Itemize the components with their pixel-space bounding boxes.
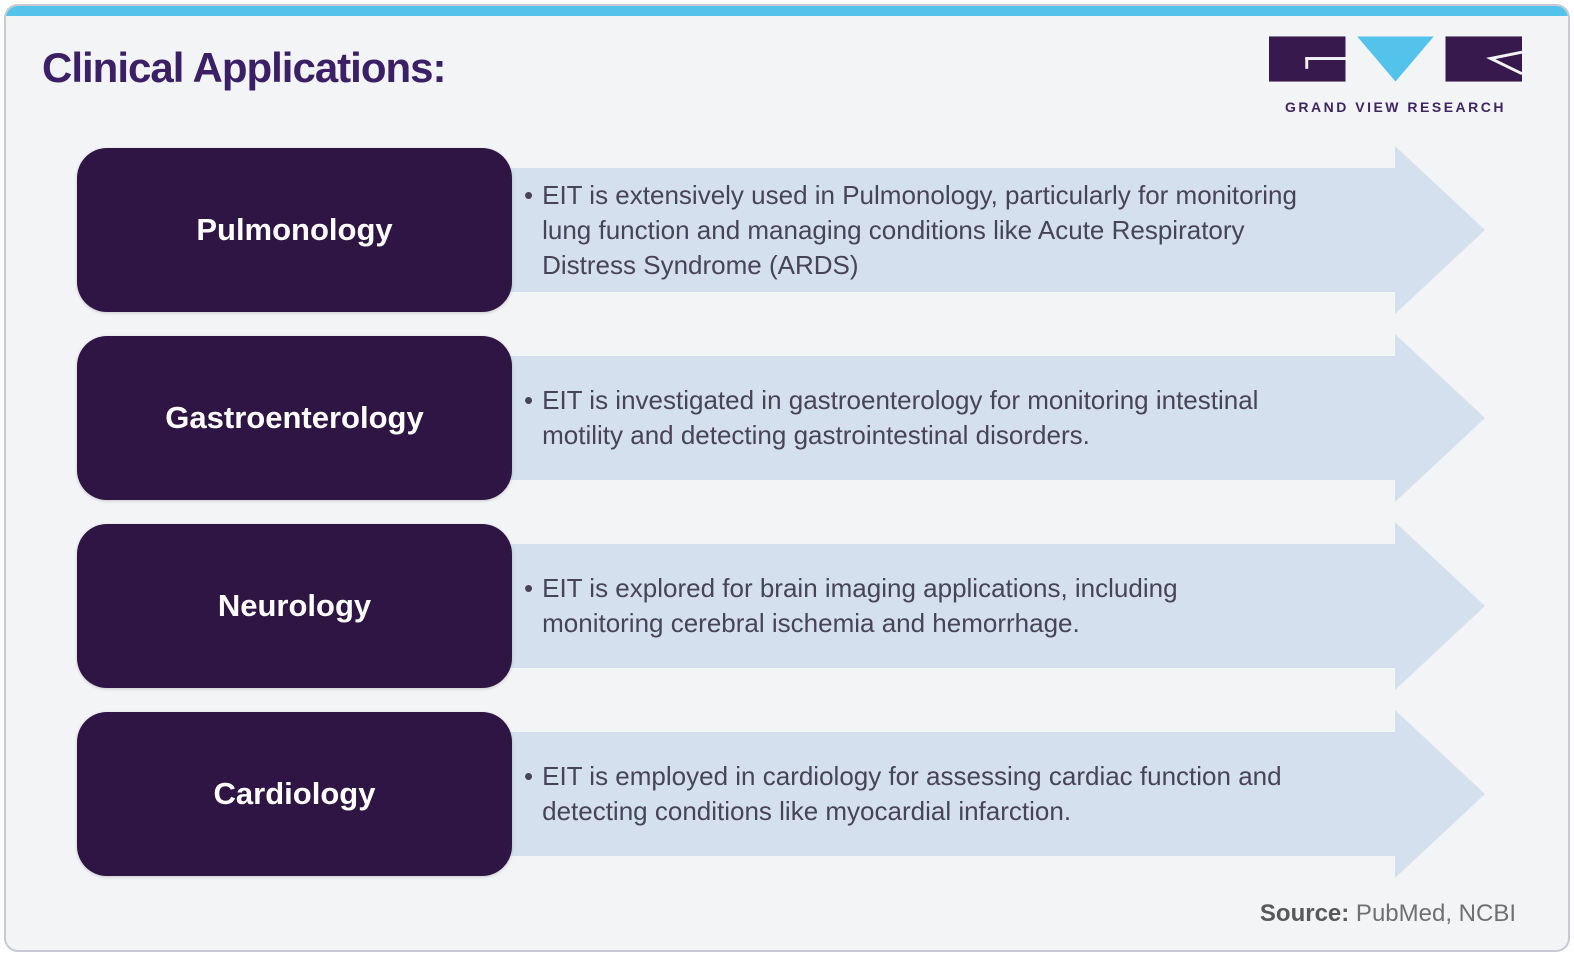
neurology-description: • EIT is explored for brain imaging appl… [504,571,1178,641]
gastroenterology-pill: Gastroenterology [77,336,512,500]
neurology-pill: Neurology [77,524,512,688]
description-line: Distress Syndrome (ARDS) [542,249,859,280]
description-line: EIT is extensively used in Pulmonology, … [542,179,1297,210]
row-neurology: Neurology • EIT is explored for brain im… [77,524,1485,688]
page-title: Clinical Applications: [42,44,446,91]
application-rows: Pulmonology • EIT is extensively used in… [77,148,1485,876]
gastroenterology-arrow-band: • EIT is investigated in gastroenterolog… [504,356,1395,480]
description-line: lung function and managing conditions li… [542,214,1245,245]
description-line: detecting conditions like myocardial inf… [542,796,1072,826]
bullet-icon: • [524,179,534,210]
pulmonology-arrow-band: • EIT is extensively used in Pulmonology… [504,168,1395,292]
brand-logo: GRAND VIEW RESEARCH [1269,36,1523,115]
row-pulmonology: Pulmonology • EIT is extensively used in… [77,148,1485,312]
description-line: EIT is explored for brain imaging applic… [542,573,1178,603]
source-attribution: Source: PubMed, NCBI [1260,900,1516,928]
neurology-arrow-band: • EIT is explored for brain imaging appl… [504,544,1395,668]
gastroenterology-description: • EIT is investigated in gastroenterolog… [504,383,1258,453]
cardiology-description: • EIT is employed in cardiology for asse… [504,759,1282,829]
bullet-icon: • [524,385,534,415]
pill-label: Cardiology [213,776,376,811]
description-line: motility and detecting gastrointestinal … [542,420,1090,450]
brand-name: GRAND VIEW RESEARCH [1285,99,1506,115]
accent-top-bar [6,6,1568,16]
bullet-icon: • [524,573,534,603]
infographic-card: Clinical Applications: GRAND VIEW RESEAR… [4,4,1570,952]
pill-label: Neurology [217,588,372,623]
description-line: EIT is investigated in gastroenterology … [542,385,1259,415]
pulmonology-description: • EIT is extensively used in Pulmonology… [504,178,1297,283]
description-line: EIT is employed in cardiology for assess… [542,761,1282,791]
pill-label: Gastroenterology [165,400,424,435]
row-gastroenterology: Gastroenterology • EIT is investigated i… [77,336,1485,500]
gvr-logo-icon [1269,36,1523,82]
row-cardiology: Cardiology • EIT is employed in cardiolo… [77,712,1485,876]
description-line: monitoring cerebral ischemia and hemorrh… [542,608,1080,638]
cardiology-pill: Cardiology [77,712,512,876]
source-label: Source: [1259,900,1350,927]
pill-label: Pulmonology [196,212,393,247]
source-value: PubMed, NCBI [1349,900,1516,927]
pulmonology-pill: Pulmonology [77,148,512,312]
cardiology-arrow-band: • EIT is employed in cardiology for asse… [504,732,1395,856]
bullet-icon: • [524,761,534,791]
